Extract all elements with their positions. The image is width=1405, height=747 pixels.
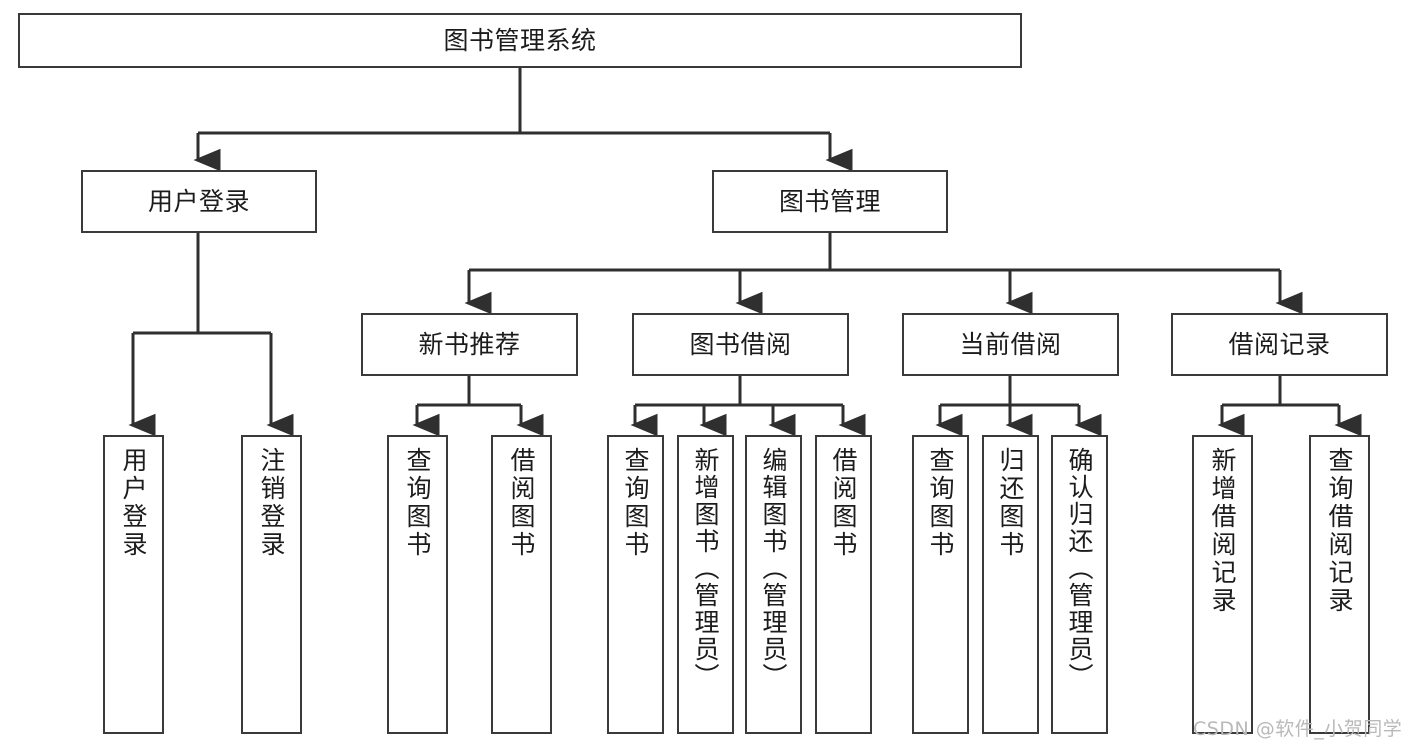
node-borrow-record[interactable]: 借阅记录 <box>1171 313 1388 376</box>
node-current-borrow[interactable]: 当前借阅 <box>902 313 1119 376</box>
node-leaf-query-book-2-label: 查询图书 <box>621 447 650 559</box>
node-new-book-recommend-label: 新书推荐 <box>418 329 521 359</box>
node-book-manage[interactable]: 图书管理 <box>712 170 948 233</box>
node-user-login-label: 用户登录 <box>147 186 250 216</box>
node-leaf-user-login-label: 用户登录 <box>119 447 148 559</box>
node-leaf-borrow-book-2[interactable]: 借阅图书 <box>815 435 872 734</box>
node-book-manage-label: 图书管理 <box>778 186 881 216</box>
node-leaf-borrow-book-1-label: 借阅图书 <box>507 447 536 559</box>
node-root-label: 图书管理系统 <box>443 25 597 55</box>
node-book-borrow-label: 图书借阅 <box>689 329 792 359</box>
node-leaf-query-record-label: 查询借阅记录 <box>1325 447 1354 615</box>
node-leaf-add-book-label: 新增图书（管理员） <box>691 447 720 690</box>
node-leaf-query-record[interactable]: 查询借阅记录 <box>1309 435 1370 734</box>
node-borrow-record-label: 借阅记录 <box>1228 329 1331 359</box>
node-leaf-query-book-3[interactable]: 查询图书 <box>912 435 969 734</box>
node-leaf-confirm-return[interactable]: 确认归还（管理员） <box>1051 435 1108 734</box>
node-leaf-edit-book[interactable]: 编辑图书（管理员） <box>745 435 802 734</box>
node-current-borrow-label: 当前借阅 <box>959 329 1062 359</box>
node-leaf-borrow-book-2-label: 借阅图书 <box>829 447 858 559</box>
node-leaf-edit-book-label: 编辑图书（管理员） <box>759 447 788 690</box>
node-leaf-query-book-2[interactable]: 查询图书 <box>607 435 664 734</box>
node-leaf-return-book[interactable]: 归还图书 <box>982 435 1039 734</box>
node-leaf-logout-login-label: 注销登录 <box>257 447 286 559</box>
node-leaf-confirm-return-label: 确认归还（管理员） <box>1065 447 1094 690</box>
node-leaf-query-book-1-label: 查询图书 <box>403 447 432 559</box>
node-user-login[interactable]: 用户登录 <box>81 170 317 233</box>
node-book-borrow[interactable]: 图书借阅 <box>632 313 849 376</box>
node-leaf-add-record-label: 新增借阅记录 <box>1208 447 1237 615</box>
node-leaf-add-book[interactable]: 新增图书（管理员） <box>677 435 734 734</box>
node-leaf-add-record[interactable]: 新增借阅记录 <box>1192 435 1253 734</box>
node-leaf-borrow-book-1[interactable]: 借阅图书 <box>491 435 552 734</box>
node-leaf-query-book-3-label: 查询图书 <box>926 447 955 559</box>
node-leaf-user-login[interactable]: 用户登录 <box>103 435 164 734</box>
node-root[interactable]: 图书管理系统 <box>18 13 1022 68</box>
node-leaf-logout-login[interactable]: 注销登录 <box>241 435 302 734</box>
node-leaf-return-book-label: 归还图书 <box>996 447 1025 559</box>
node-new-book-recommend[interactable]: 新书推荐 <box>361 313 578 376</box>
node-leaf-query-book-1[interactable]: 查询图书 <box>387 435 448 734</box>
